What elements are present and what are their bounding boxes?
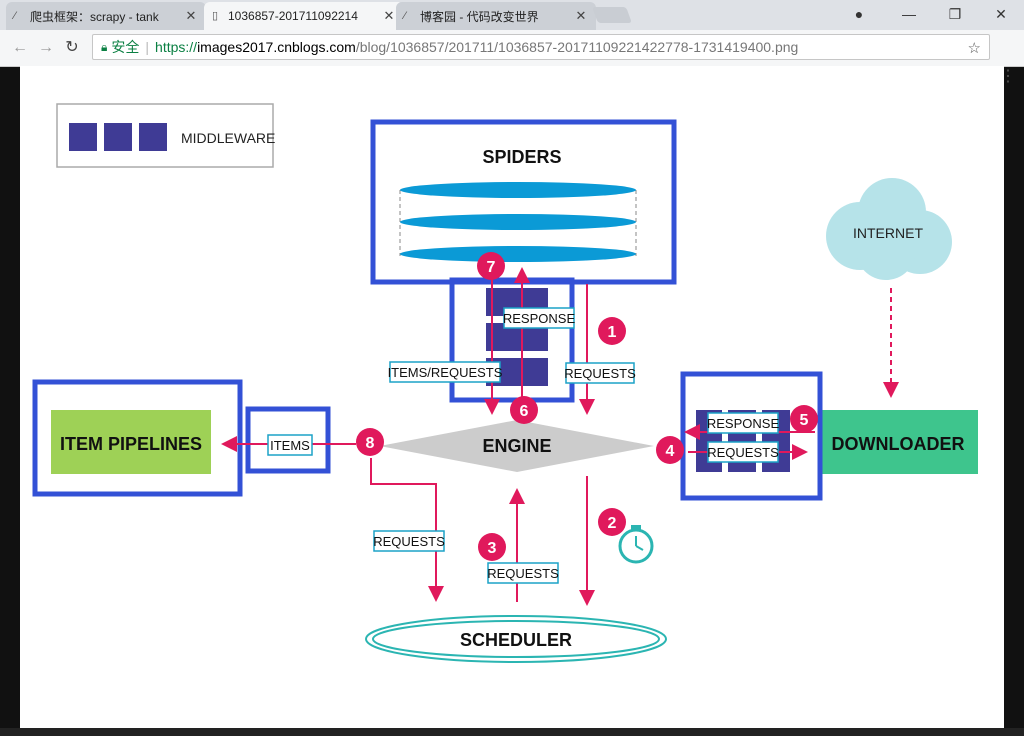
legend: MIDDLEWARE — [56, 103, 275, 168]
spiders-label: SPIDERS — [482, 147, 561, 167]
scheduler-component: SCHEDULER — [365, 615, 667, 663]
timer-icon — [618, 525, 654, 564]
menu-icon[interactable]: ⋮ — [1000, 68, 1016, 85]
step-badge: 5 — [790, 405, 818, 433]
svg-text:5: 5 — [800, 412, 809, 429]
minimize-icon[interactable]: — — [902, 6, 916, 22]
internet-label: INTERNET — [853, 225, 923, 241]
items-requests-label: ITEMS/REQUESTS — [388, 365, 503, 380]
items-label: ITEMS — [270, 438, 310, 453]
profile-icon[interactable]: ● — [854, 6, 864, 22]
tab-image[interactable]: ▯ 1036857-201711092214 ✕ — [204, 2, 404, 30]
step-badge: 3 — [478, 533, 506, 561]
step-badge: 6 — [510, 396, 538, 424]
internet-cloud: INTERNET — [826, 178, 952, 280]
middleware-block — [69, 123, 97, 151]
spider-disc — [400, 214, 636, 230]
requests-mid-label: REQUESTS — [487, 566, 559, 581]
legend-label: MIDDLEWARE — [181, 130, 275, 146]
spider-disc — [400, 182, 636, 198]
step-badge: 2 — [598, 508, 626, 536]
secure-label: 安全 — [111, 39, 140, 55]
close-window-icon[interactable]: ✕ — [995, 5, 1007, 22]
svg-text:2: 2 — [608, 515, 617, 532]
item-pipelines-box — [51, 410, 211, 474]
tab-title: 1036857-201711092214 — [228, 9, 358, 23]
engine-label: ENGINE — [482, 436, 551, 456]
svg-text:7: 7 — [487, 259, 496, 276]
reload-icon[interactable]: ↻ — [65, 39, 79, 56]
separator: | — [145, 39, 150, 55]
page-favicon-icon: ▯ — [212, 10, 219, 22]
close-icon[interactable]: ✕ — [383, 8, 395, 23]
step-badge: 8 — [356, 428, 384, 456]
response-label: RESPONSE — [503, 311, 576, 326]
maximize-icon[interactable]: ❐ — [948, 5, 962, 22]
downloader-requests-label: REQUESTS — [707, 445, 779, 460]
downloader-middleware-highlight — [680, 371, 823, 501]
bottom-bar — [0, 728, 1024, 736]
svg-text:4: 4 — [666, 443, 675, 460]
requests-left-label: REQUESTS — [373, 534, 445, 549]
url-host: images2017.cnblogs.com — [197, 39, 356, 55]
new-tab-button[interactable] — [592, 7, 632, 23]
tab-title: 爬虫框架：scrapy - tank — [30, 9, 159, 24]
address-bar[interactable]: 🔒︎ 安全 | https:// images2017.cnblogs.com … — [92, 34, 990, 60]
lock-icon: 🔒︎ — [101, 39, 108, 54]
step-badge: 1 — [598, 317, 626, 345]
item-pipelines-label: ITEM PIPELINES — [60, 434, 202, 454]
engine-shape — [380, 420, 654, 472]
svg-text:6: 6 — [520, 403, 529, 420]
bookmark-star-icon[interactable]: ☆ — [967, 40, 981, 57]
step-badge: 4 — [656, 436, 684, 464]
spiders-component: SPIDERS — [370, 119, 677, 285]
spider-disc — [400, 246, 636, 262]
scheduler-label: SCHEDULER — [460, 630, 572, 650]
tab-scrapy[interactable]: ⁄ 爬虫框架：scrapy - tank ✕ — [6, 2, 206, 30]
svg-text:1: 1 — [608, 324, 617, 341]
item-pipelines-highlight — [32, 379, 243, 497]
url-path: /blog/1036857/201711/1036857-20171109221… — [355, 39, 799, 55]
tab-title: 博客园 - 代码改变世界 — [420, 9, 539, 24]
svg-text:8: 8 — [366, 435, 375, 452]
middleware-block — [139, 123, 167, 151]
downloader-response-label: RESPONSE — [707, 416, 780, 431]
svg-text:3: 3 — [488, 540, 497, 557]
image-canvas: MIDDLEWARE SPIDERS INTERNET RESPONSE ITE… — [20, 66, 1004, 728]
cnblogs-favicon-icon: ⁄ — [404, 10, 406, 22]
close-icon[interactable]: ✕ — [575, 8, 587, 23]
spider-middleware-highlight — [449, 277, 575, 403]
items-highlight — [245, 406, 331, 474]
url-scheme: https:// — [155, 39, 198, 55]
tab-cnblogs[interactable]: ⁄ 博客园 - 代码改变世界 ✕ — [396, 2, 596, 30]
back-icon[interactable]: ← — [12, 39, 28, 56]
downloader-label: DOWNLOADER — [832, 434, 965, 454]
middleware-block — [104, 123, 132, 151]
scrapy-architecture-diagram: MIDDLEWARE SPIDERS INTERNET RESPONSE ITE… — [32, 103, 978, 663]
browser-toolbar: ← → ↻ 🔒︎ 安全 | https:// images2017.cnblog… — [0, 30, 1024, 85]
close-icon[interactable]: ✕ — [185, 8, 197, 23]
requests-label: REQUESTS — [564, 366, 636, 381]
forward-icon[interactable]: → — [38, 39, 54, 56]
cnblogs-favicon-icon: ⁄ — [14, 10, 16, 22]
step-badge: 7 — [477, 252, 505, 280]
downloader-box — [818, 410, 978, 474]
tab-bar: ⁄ 爬虫框架：scrapy - tank ✕ ▯ 1036857-2017110… — [0, 0, 1024, 30]
